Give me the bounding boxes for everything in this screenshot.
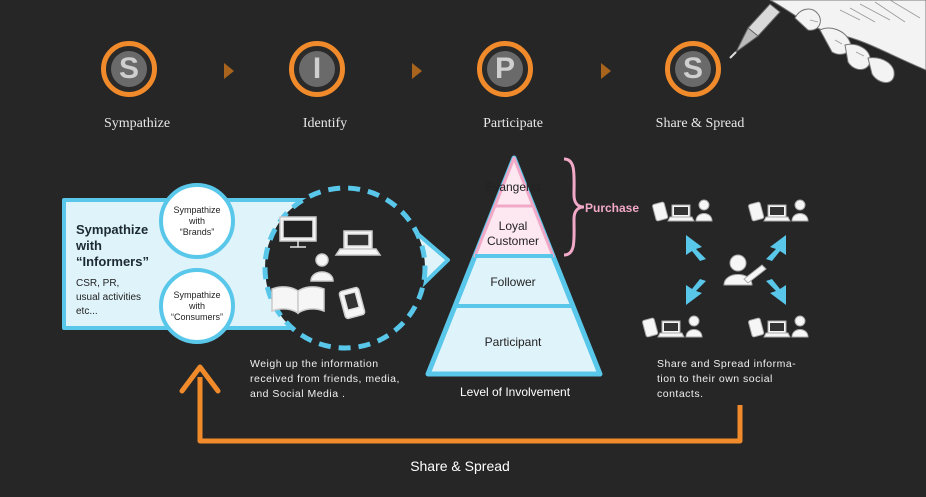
loop-label: Share & Spread <box>410 458 510 474</box>
pyramid-level-follower: Follower <box>490 275 536 289</box>
social-group-icon <box>747 199 809 222</box>
stage-circle-sympathize: S <box>101 41 157 97</box>
informers-detail-line: CSR, PR, <box>76 278 120 289</box>
informers-detail-line: etc... <box>76 306 98 317</box>
consumers-circle: Sympathize with “Consumers” <box>159 268 235 344</box>
consumers-circle-line: Sympathize <box>173 289 221 300</box>
share-arrows-icon <box>686 235 786 305</box>
share-note: Share and Spread informa- tion to their … <box>657 357 796 402</box>
share-note-line: contacts. <box>657 388 704 400</box>
consumers-circle-line: with <box>188 300 205 311</box>
stage-label-share: Share & Spread <box>655 116 745 131</box>
informers-title: Sympathize with “Informers” <box>76 222 149 270</box>
center-user-icon <box>723 254 767 286</box>
arrow-right-icon <box>224 63 234 79</box>
book-icon <box>271 286 325 315</box>
pyramid-level-loyal-customer: Loyal Customer <box>486 219 539 248</box>
brands-circle-line: “Brands” <box>179 226 215 237</box>
stage-circle-share: S <box>665 41 721 97</box>
laptop-icon <box>334 230 382 256</box>
stage-label-participate: Participate <box>483 116 543 131</box>
stage-letter: S <box>675 51 711 87</box>
hand-pen-icon <box>729 0 926 83</box>
stage-letter: S <box>111 51 147 87</box>
social-sharing-cluster <box>641 199 809 338</box>
tv-icon <box>279 216 317 248</box>
pyramid-caption: Level of Involvement <box>459 385 571 399</box>
stage-label-sympathize: Sympathize <box>103 116 171 131</box>
stage-circle-identify: I <box>289 41 345 97</box>
stage-circle-participate: P <box>477 41 533 97</box>
brands-circle-line: with <box>188 215 205 226</box>
weigh-note: Weigh up the information received from f… <box>250 357 400 402</box>
arrow-right-icon <box>412 63 422 79</box>
stage-letter: P <box>487 51 523 87</box>
informers-detail-line: usual activities <box>76 292 142 303</box>
brands-circle-line: Sympathize <box>173 204 221 215</box>
informers-title-line: with <box>76 238 102 253</box>
informers-title-line: Sympathize <box>76 222 149 237</box>
media-icons <box>271 216 382 320</box>
share-note-line: tion to their own social <box>657 373 773 385</box>
weigh-note-line: received from friends, media, <box>250 373 400 385</box>
share-spread-loop-arrow <box>179 364 743 444</box>
informers-details: CSR, PR, usual activities etc... <box>76 277 141 319</box>
purchase-label: Purchase <box>585 201 640 215</box>
pyramid-level-participant: Participant <box>484 335 542 349</box>
stage-letter: I <box>299 51 335 87</box>
stage-label-identify: Identify <box>302 116 348 131</box>
social-group-icon <box>641 315 703 338</box>
social-group-icon <box>651 199 713 222</box>
weigh-note-line: Weigh up the information <box>250 358 379 370</box>
brands-circle: Sympathize with “Brands” <box>159 183 235 259</box>
person-icon <box>310 253 334 282</box>
social-group-icon <box>747 315 809 338</box>
consumers-circle-line: “Consumers” <box>170 311 223 322</box>
mobile-phone-icon <box>338 286 366 320</box>
share-note-line: Share and Spread informa- <box>657 358 797 370</box>
informers-title-line: “Informers” <box>76 254 149 269</box>
pyramid-level-evangelist: Evangelist <box>485 180 541 194</box>
involvement-pyramid <box>425 155 603 377</box>
weigh-note-line: and Social Media . <box>250 388 346 400</box>
arrow-right-icon <box>601 63 611 79</box>
purchase-brace-icon <box>563 157 585 257</box>
